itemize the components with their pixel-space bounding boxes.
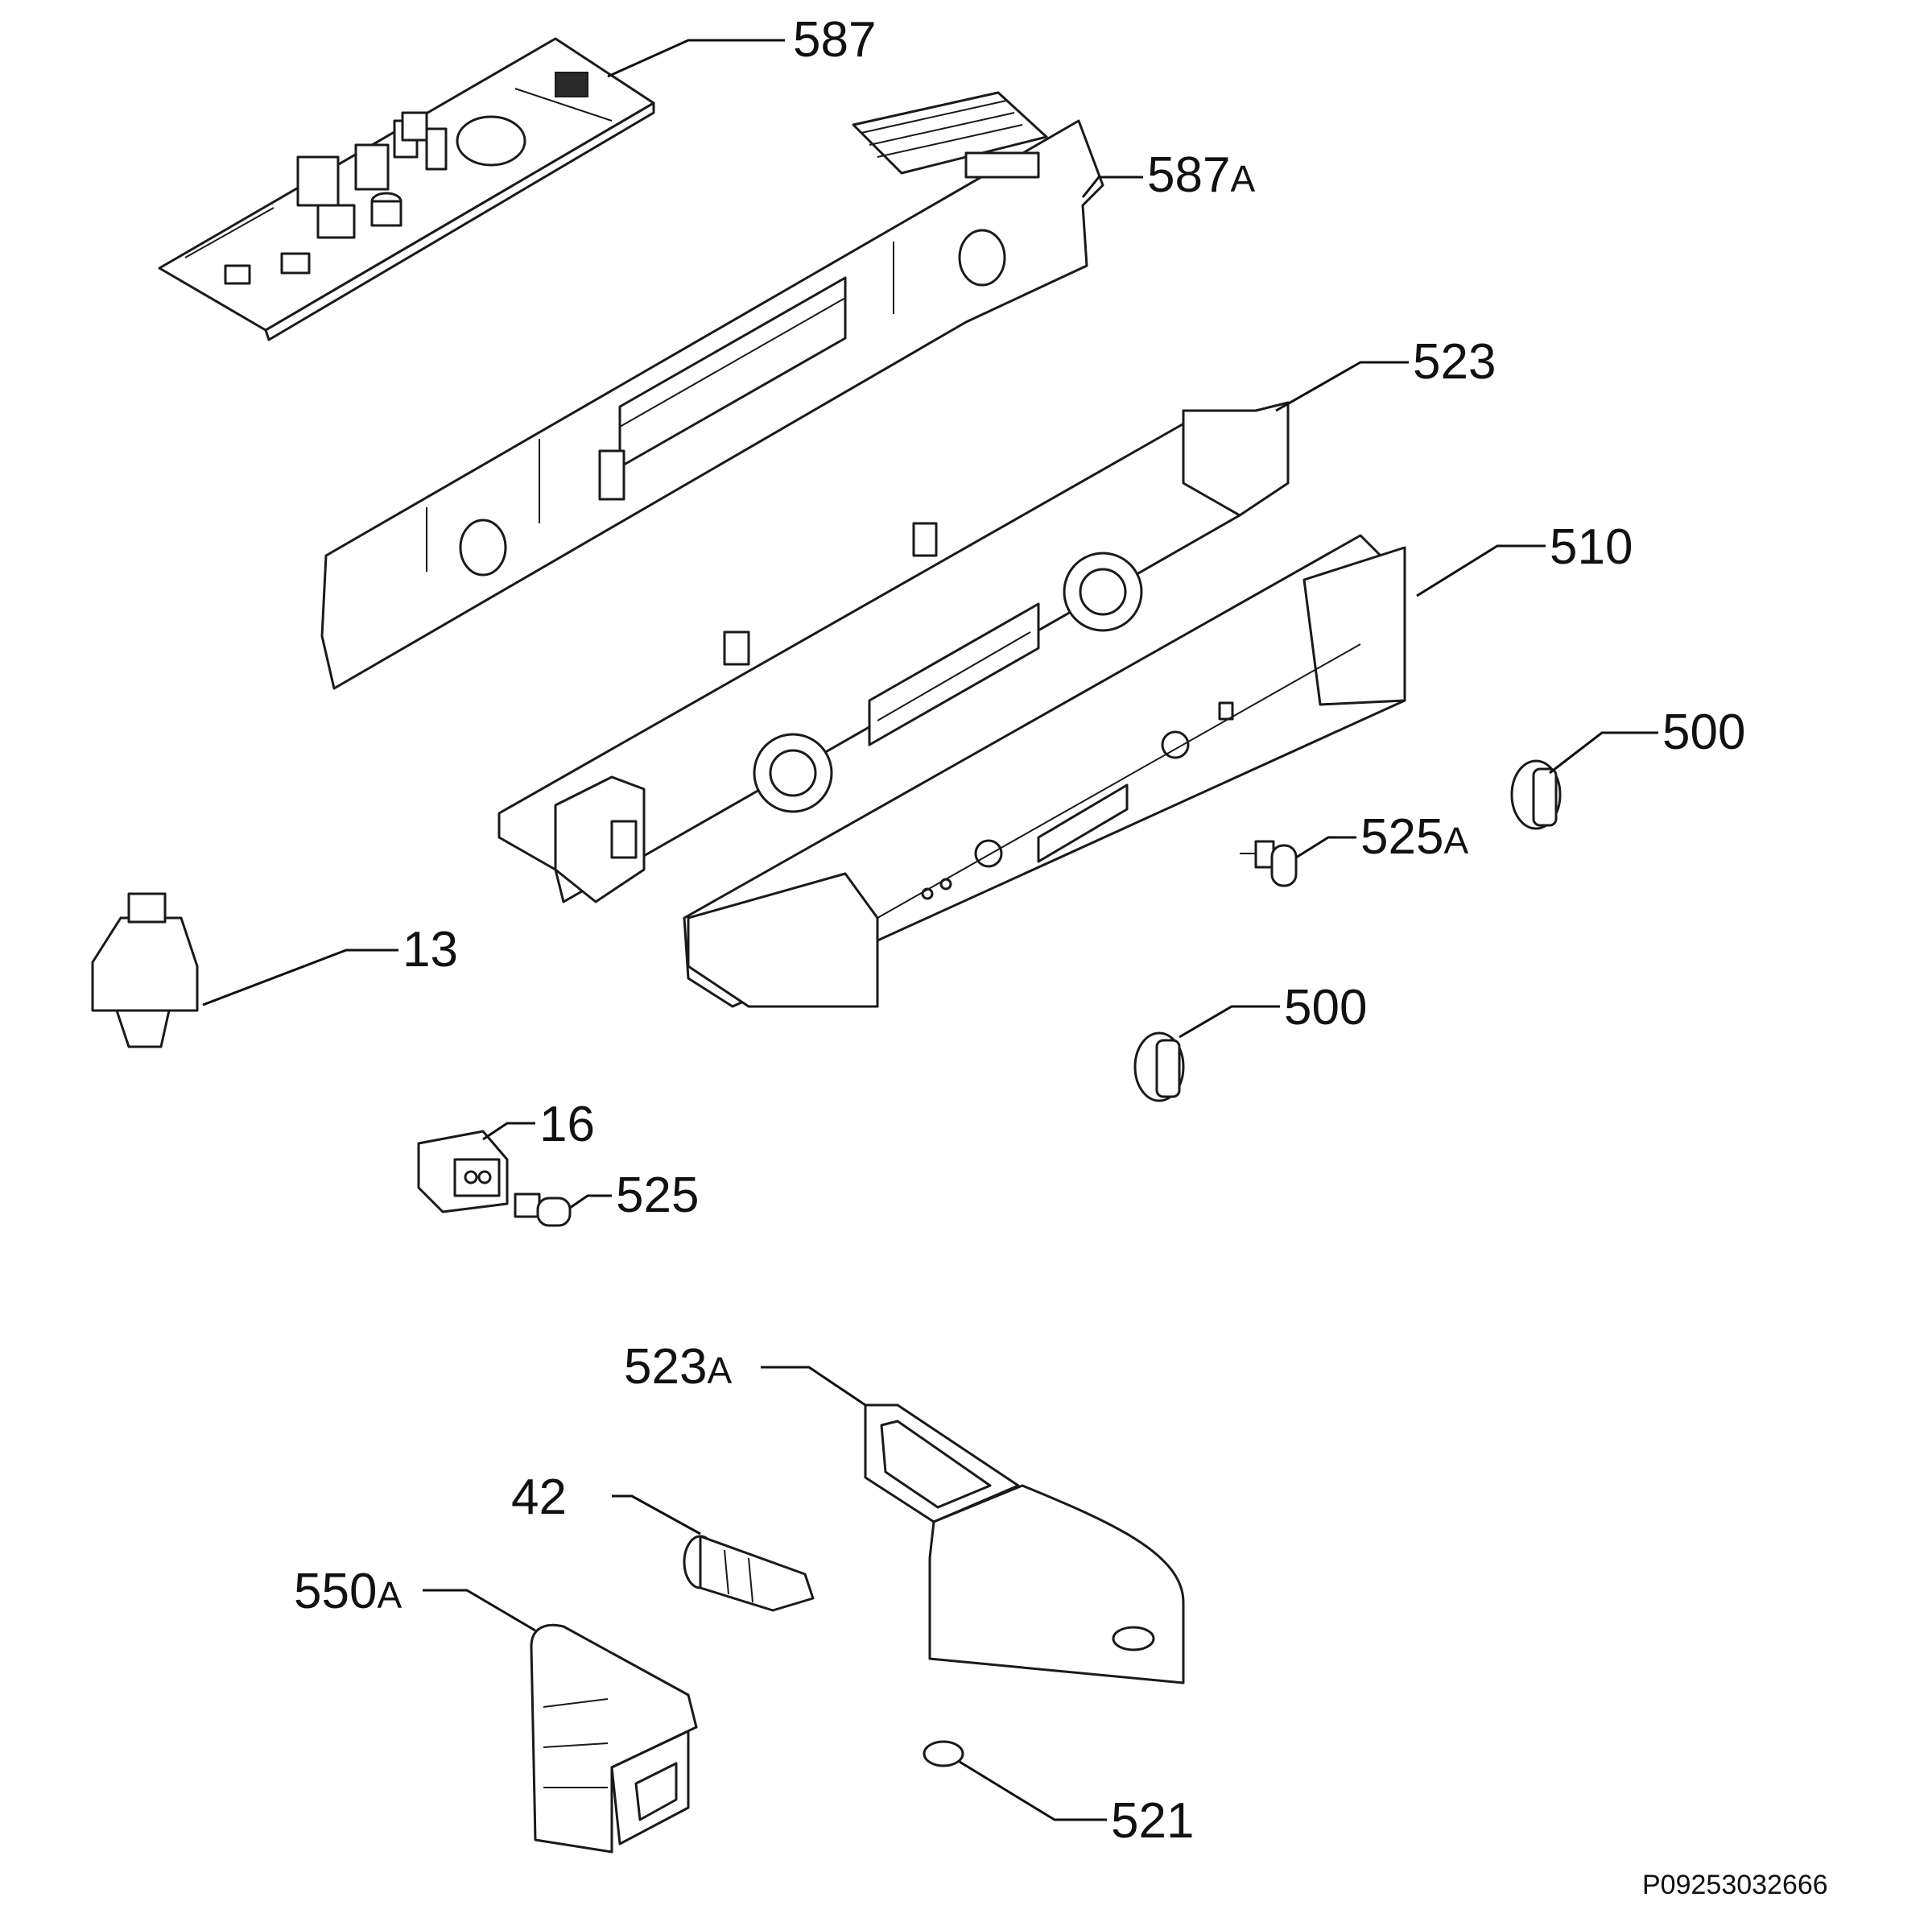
callout-525: 525 — [616, 1168, 699, 1223]
callout-500-lower: 500 — [1284, 980, 1367, 1035]
part-16-rocker-switch — [417, 1130, 509, 1213]
document-id: P09253032666 — [1642, 1870, 1828, 1900]
callout-42: 42 — [511, 1469, 567, 1525]
callout-13: 13 — [402, 922, 458, 978]
part-587a-display-board — [320, 91, 1104, 690]
part-13-door-switch — [91, 892, 199, 1048]
callout-587: 587 — [793, 12, 876, 68]
callout-523: 523 — [1413, 334, 1496, 390]
callout-521: 521 — [1111, 1793, 1194, 1849]
leader-lines — [202, 39, 1658, 1821]
callout-500-upper: 500 — [1662, 705, 1745, 760]
callout-16: 16 — [539, 1097, 595, 1152]
callout-labels: 587 587A 523 510 500 525A 13 500 16 525 … — [294, 12, 1745, 1849]
part-550a-end-cap — [530, 1623, 698, 1854]
part-587-control-board — [158, 37, 655, 341]
part-523a-end-cap — [864, 1403, 1185, 1684]
part-42-thermostat — [683, 1535, 815, 1612]
callout-523a: 523A — [624, 1339, 732, 1395]
part-523-control-panel-frame — [497, 401, 1290, 903]
callout-525a: 525A — [1360, 809, 1468, 865]
part-525a-indicator-lamp — [1240, 840, 1298, 887]
callout-587a: 587A — [1147, 147, 1255, 203]
part-510-control-panel-fascia — [683, 534, 1406, 1008]
callout-550a: 550A — [294, 1564, 402, 1619]
part-525-lamp — [514, 1192, 572, 1227]
callout-510: 510 — [1550, 519, 1633, 575]
part-500-knob-upper — [1510, 759, 1562, 830]
part-521-ring — [923, 1740, 964, 1767]
part-500-knob-lower — [1133, 1031, 1185, 1102]
